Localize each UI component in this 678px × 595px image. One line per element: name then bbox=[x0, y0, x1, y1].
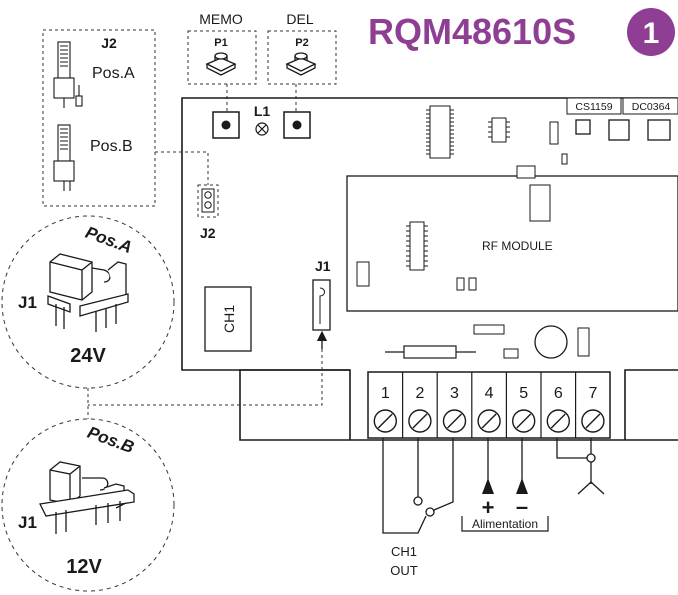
resistor-icon bbox=[385, 345, 476, 359]
power-label: Alimentation bbox=[472, 517, 538, 531]
j1-pos-a-voltage: 24V bbox=[70, 345, 106, 367]
power-minus: – bbox=[516, 494, 528, 519]
del-caption: DEL bbox=[286, 11, 313, 27]
j2-pos-b-label: Pos.B bbox=[90, 138, 133, 155]
jumper-pos-b-icon bbox=[39, 461, 135, 534]
ic-chip-large bbox=[426, 105, 454, 159]
terminal-number: 1 bbox=[381, 385, 390, 402]
j1-pos-a-label: J1 bbox=[18, 293, 37, 312]
antenna-wiring bbox=[556, 438, 605, 495]
terminal-number: 5 bbox=[519, 385, 528, 402]
jumper-pos-a-icon bbox=[53, 41, 83, 108]
board-code-1: CS1159 bbox=[575, 101, 612, 113]
board-code-2: DC0364 bbox=[632, 101, 671, 113]
led-icon bbox=[255, 122, 269, 136]
j2-detail-title: J2 bbox=[101, 35, 117, 51]
ch1-output-wiring bbox=[382, 438, 454, 534]
pushbutton-icon bbox=[205, 52, 237, 76]
terminal-number: 3 bbox=[450, 385, 459, 402]
j1-board-label: J1 bbox=[315, 258, 331, 274]
rf-module-label: RF MODULE bbox=[482, 239, 553, 253]
ch1-out-line1: CH1 bbox=[391, 544, 417, 559]
model-code: RQM48610S bbox=[368, 11, 576, 52]
j1-jumper bbox=[312, 279, 331, 331]
pushbutton-icon bbox=[285, 52, 317, 76]
memo-caption: MEMO bbox=[199, 11, 243, 27]
j2-board-label: J2 bbox=[200, 225, 216, 241]
terminal-number: 4 bbox=[485, 385, 494, 402]
rf-module bbox=[346, 175, 678, 312]
led-label: L1 bbox=[254, 103, 271, 119]
jumper-pos-b-icon bbox=[53, 124, 75, 191]
memo-button-group: MEMO P1 bbox=[187, 11, 257, 85]
j1-pos-b-voltage: 12V bbox=[66, 556, 102, 578]
ic-chip-small bbox=[488, 117, 510, 143]
del-button-group: DEL P2 bbox=[267, 11, 337, 85]
ch1-out-line2: OUT bbox=[390, 563, 418, 578]
memo-button-id: P1 bbox=[214, 37, 227, 49]
j2-detail-box bbox=[42, 29, 156, 207]
relay-label: CH1 bbox=[221, 305, 237, 333]
power-plus: + bbox=[482, 495, 495, 520]
step-number: 1 bbox=[643, 17, 660, 50]
power-bracket bbox=[461, 516, 549, 532]
terminal-number: 2 bbox=[415, 385, 424, 402]
rf-ic-chip bbox=[406, 221, 428, 271]
del-button-id: P2 bbox=[295, 37, 308, 49]
j2-pos-a-label: Pos.A bbox=[92, 65, 135, 82]
j1-pos-b-label: J1 bbox=[18, 513, 37, 532]
terminal-number: 7 bbox=[588, 385, 597, 402]
step-badge bbox=[627, 8, 675, 56]
j1-pos-a-detail bbox=[1, 215, 175, 389]
terminal-number: 6 bbox=[554, 385, 563, 402]
jumper-pos-a-icon bbox=[47, 253, 129, 332]
relay-ch1 bbox=[204, 286, 252, 352]
terminal-block: 1 2 3 4 5 6 7 bbox=[367, 371, 611, 439]
